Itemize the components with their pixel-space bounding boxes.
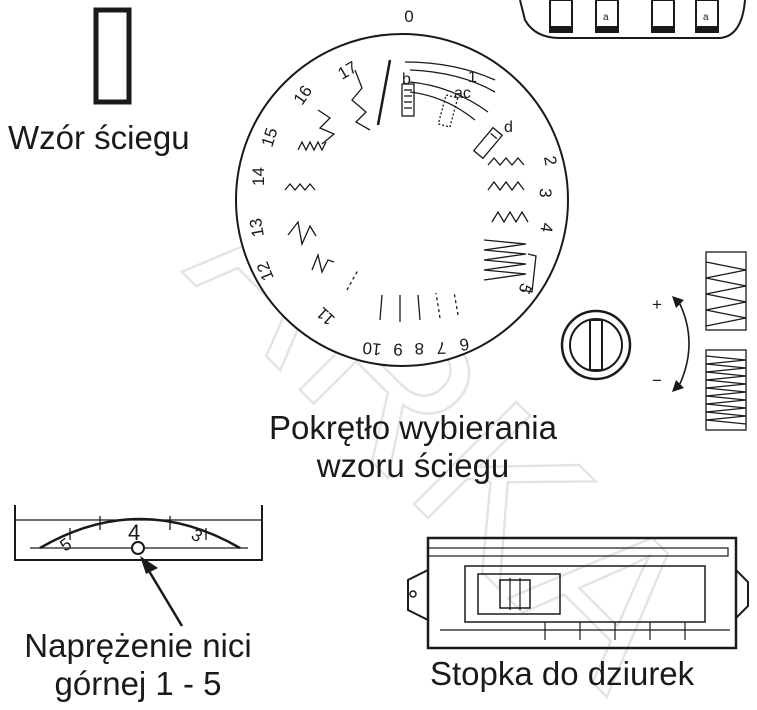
tension-arc: [39, 517, 241, 550]
knob-grip: [589, 319, 603, 371]
buttonhole-section: [376, 59, 504, 160]
panel-outline: [519, 0, 746, 39]
buttonhole-mark-ac: ac: [454, 85, 471, 102]
knob-minus: −: [652, 371, 662, 390]
buttonhole-foot-label: Stopka do dziurek: [430, 655, 695, 692]
dial-label-line1: Pokrętło wybierania: [269, 409, 557, 446]
dial-number-8: 8: [415, 339, 424, 358]
dial-number-15: 15: [258, 125, 282, 149]
dial-number-4: 4: [536, 221, 556, 234]
dial-number-7: 7: [436, 338, 446, 357]
tension-arrow: [144, 565, 184, 627]
dial-number-13: 13: [246, 217, 268, 239]
dial-top-marker: 0: [404, 7, 413, 26]
tension-value-4: 4: [128, 520, 140, 545]
dial-number-6: 6: [458, 334, 471, 354]
foot-body: [426, 536, 738, 650]
stitch-window: [93, 7, 132, 105]
zigzag-samples: [705, 251, 747, 431]
tension-pointer: [131, 541, 145, 555]
panel-cells: [549, 0, 719, 33]
dial-label-line2: wzoru ściegu: [316, 447, 510, 484]
dial-number-3: 3: [536, 188, 555, 198]
stitch-symbols: [284, 69, 537, 322]
tension-housing: [14, 505, 263, 561]
dial-outer-ring: [235, 33, 569, 367]
dial-number-2: 2: [540, 154, 560, 167]
knob-plus: +: [652, 295, 662, 314]
stitch-pattern-label: Wzór ściegu: [8, 119, 190, 156]
dial-number-9: 9: [393, 340, 403, 359]
panel-label-a1: a: [603, 12, 609, 23]
dial-number-10: 10: [362, 338, 383, 359]
buttonhole-mark-d: d: [504, 119, 513, 136]
buttonhole-mark-b: b: [402, 71, 411, 88]
tension-label-line1: Naprężenie nici: [24, 627, 252, 664]
dial-number-14: 14: [249, 167, 268, 186]
panel-label-a2: a: [703, 12, 709, 23]
buttonhole-mark-1: 1: [468, 69, 477, 86]
tension-label-line2: górnej 1 - 5: [54, 665, 222, 702]
knob-arrow: [677, 299, 690, 389]
